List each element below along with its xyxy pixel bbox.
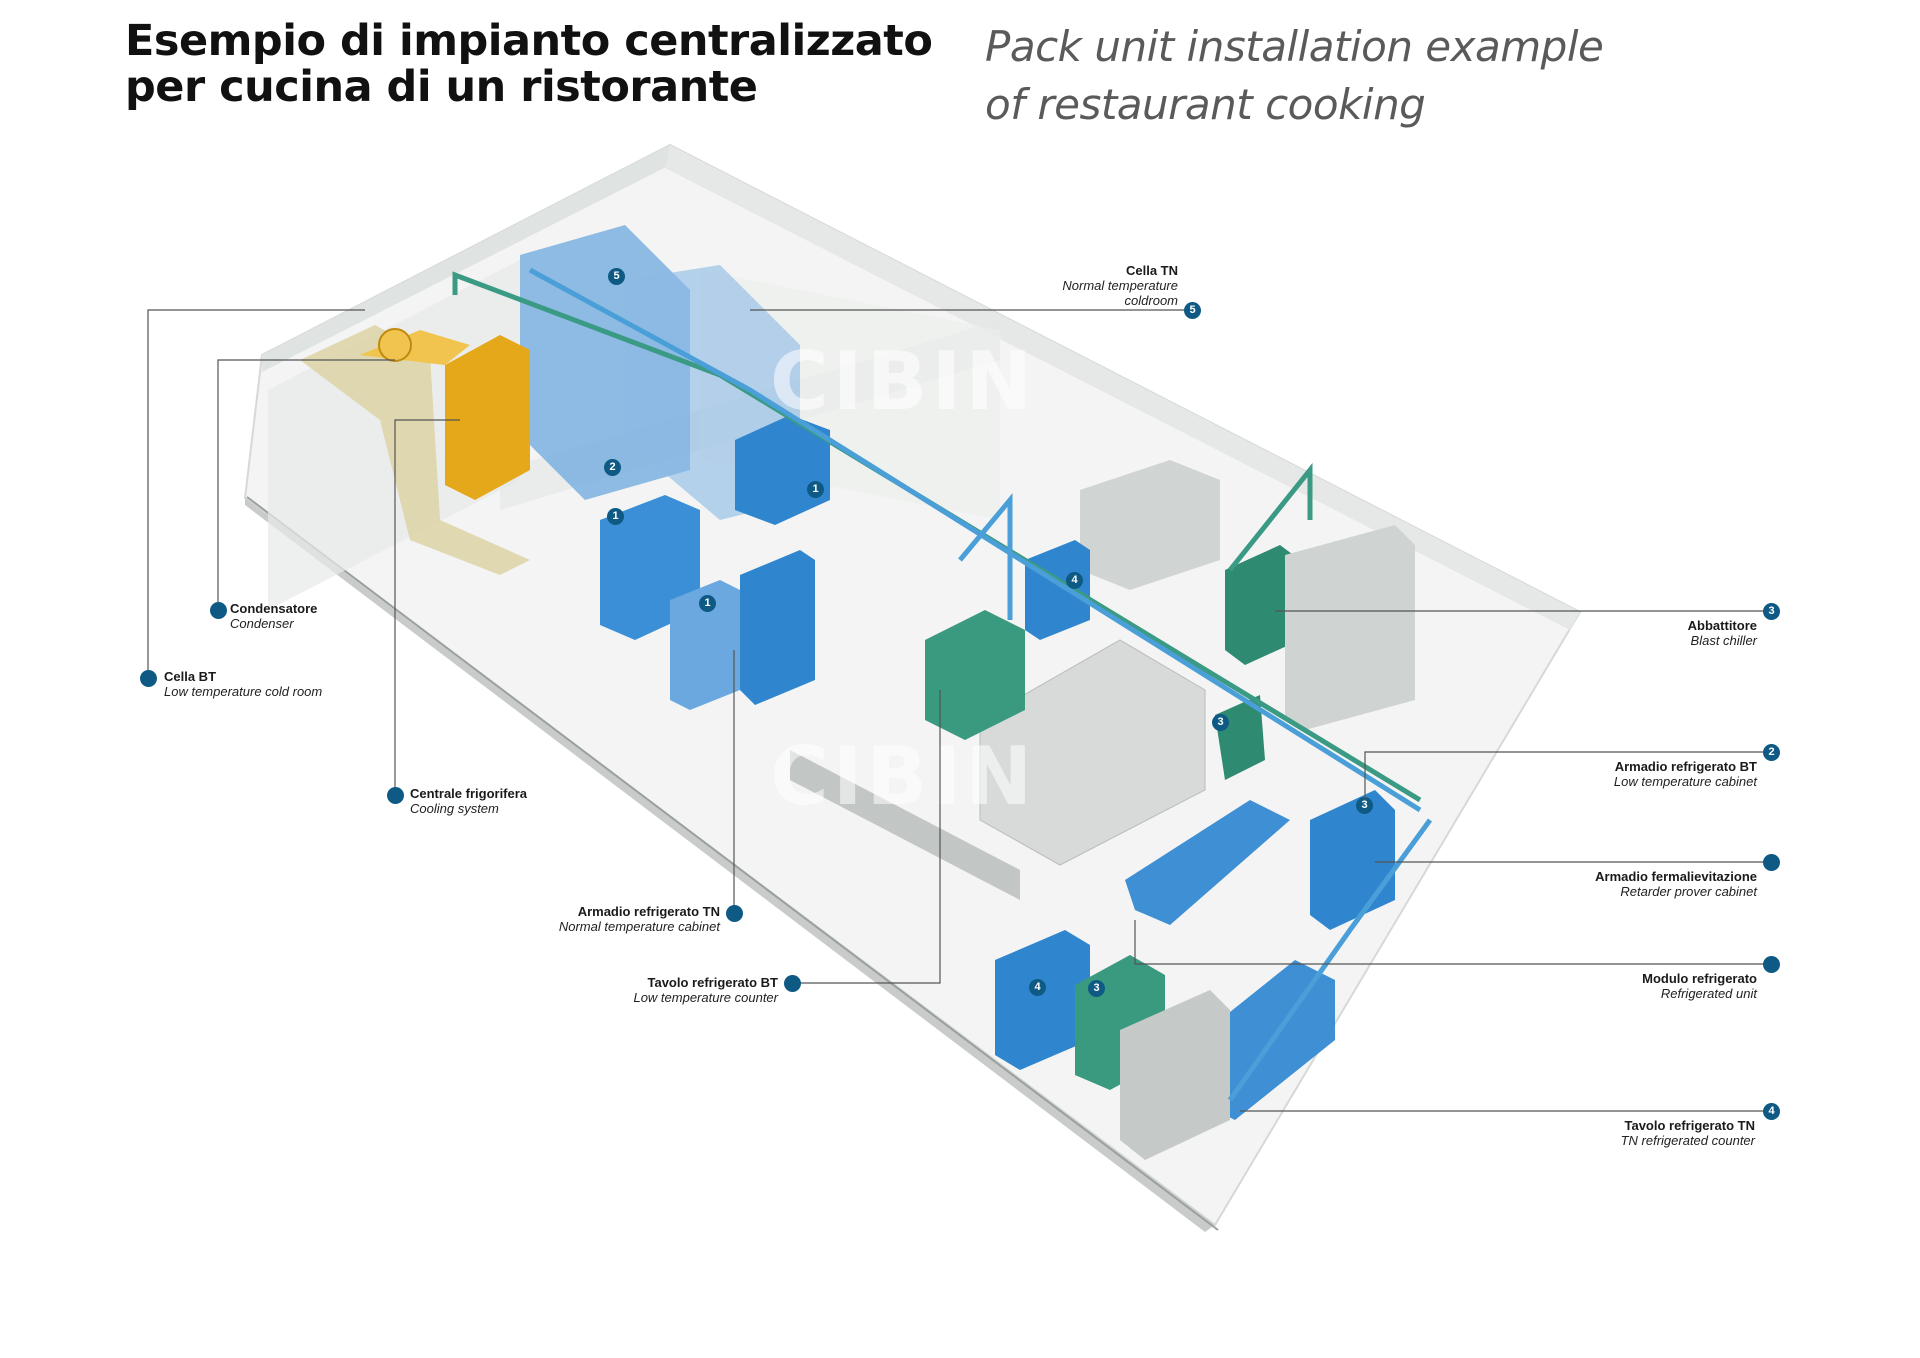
callout-tavolo-tn: Tavolo refrigerato TN TN refrigerated co… [1335,1118,1755,1148]
callout-modulo-it: Modulo refrigerato [1642,971,1757,986]
title-italian-line-2: per cucina di un ristorante [125,62,758,112]
callout-tavolo-bt-it: Tavolo refrigerato BT [647,975,778,990]
callout-cella-bt-it: Cella BT [164,669,217,684]
callout-abbattitore-en: Blast chiller [1690,633,1757,648]
callout-dot-centrale [387,787,404,804]
cooling-system-unit [445,335,530,500]
callout-cella-tn: Cella TN Normal temperature coldroom [758,263,1178,308]
callout-fermalievitazione: Armadio fermalievitazione Retarder prove… [1337,869,1757,899]
back-counter [1080,460,1220,590]
callout-dot-fermalievitazione [1763,854,1780,871]
callout-tavolo-tn-en: TN refrigerated counter [1620,1133,1755,1148]
callout-dot-condensatore [210,602,227,619]
callout-abbattitore: Abbattitore Blast chiller [1337,618,1757,648]
title-italian-line-1: Esempio di impianto centralizzato [125,16,933,66]
callout-condensatore-en: Condenser [230,616,294,631]
callout-condensatore-it: Condensatore [230,601,318,616]
callout-tavolo-bt-en: Low temperature counter [633,990,778,1005]
callout-modulo: Modulo refrigerato Refrigerated unit [1337,971,1757,1001]
diagram-marker-3a: 3 [1212,714,1229,731]
callout-armadio-bt-en: Low temperature cabinet [1613,774,1757,789]
callout-cella-tn-en: Normal temperature coldroom [1062,278,1178,308]
title-english-line-1: Pack unit installation example [985,22,1604,71]
callout-armadio-tn-it: Armadio refrigerato TN [577,904,720,919]
callout-abbattitore-it: Abbattitore [1687,618,1757,633]
callout-fermalievitazione-it: Armadio fermalievitazione [1595,869,1757,884]
callout-dot-tavolo-bt [784,975,801,992]
callout-dot-cella-bt [140,670,157,687]
diagram-marker-4a: 4 [1066,572,1083,589]
callout-centrale-it: Centrale frigorifera [410,786,528,801]
callout-centrale-en: Cooling system [410,801,499,816]
callout-cella-tn-it: Cella TN [1125,263,1178,278]
diagram-marker-4b: 4 [1029,979,1046,996]
callout-armadio-tn: Armadio refrigerato TN Normal temperatur… [300,904,720,934]
callout-tavolo-tn-it: Tavolo refrigerato TN [1624,1118,1755,1133]
diagram-marker-2: 2 [604,459,621,476]
callout-cella-bt-en: Low temperature cold room [164,684,323,699]
green-cabinet-center [925,610,1025,740]
callout-dot-armadio-tn [726,905,743,922]
floor-shadow [245,498,1215,1232]
diagram-marker-5: 5 [608,268,625,285]
line-counter-blue [1125,800,1290,925]
callout-dot-modulo [1763,956,1780,973]
callout-dot-armadio-bt: 2 [1763,744,1780,761]
watermark-top: CIBIN [770,335,1037,428]
diagram-marker-1a: 1 [607,508,624,525]
main-title-english: Pack unit installation example of restau… [985,18,1604,134]
callout-armadio-tn-en: Normal temperature cabinet [558,919,720,934]
blast-chiller [1225,545,1300,665]
callout-condensatore: Condensatore Condenser [230,601,650,631]
cabinet-tn-2 [670,580,740,710]
callout-dot-abbattitore: 3 [1763,603,1780,620]
diagram-marker-3b: 3 [1088,980,1105,997]
callout-dot-tavolo-tn: 4 [1763,1103,1780,1120]
diagram-marker-1b: 1 [807,481,824,498]
right-wall [665,145,1580,630]
pipe-blue-riser [958,493,1013,620]
blue-module-center [1025,540,1090,640]
counter-tn-front [995,930,1090,1070]
diagram-marker-1c: 1 [699,595,716,612]
callout-centrale: Centrale frigorifera Cooling system [410,786,830,816]
grey-block-front [1120,990,1230,1160]
grey-cabinets-right [1285,525,1415,730]
cabinet-bt-right [1215,695,1265,780]
diagram-marker-3c: 3 [1356,797,1373,814]
pipe-blue-main [528,267,1422,813]
callout-tavolo-bt: Tavolo refrigerato BT Low temperature co… [358,975,778,1005]
title-english-line-2: of restaurant cooking [985,80,1426,129]
condenser-fan [378,328,412,362]
callout-fermalievitazione-en: Retarder prover cabinet [1620,884,1757,899]
callout-modulo-en: Refrigerated unit [1660,986,1757,1001]
central-island [979,639,1206,866]
cabinet-tn-1 [740,550,815,705]
callout-armadio-bt-it: Armadio refrigerato BT [1614,759,1757,774]
pipe-green-riser [1228,462,1313,572]
callout-cella-bt: Cella BT Low temperature cold room [164,669,584,699]
callout-dot-cella-tn: 5 [1184,302,1201,319]
coldroom-door-block [735,415,830,525]
main-title-italian: Esempio di impianto centralizzato per cu… [125,16,933,112]
callout-armadio-bt: Armadio refrigerato BT Low temperature c… [1337,759,1757,789]
